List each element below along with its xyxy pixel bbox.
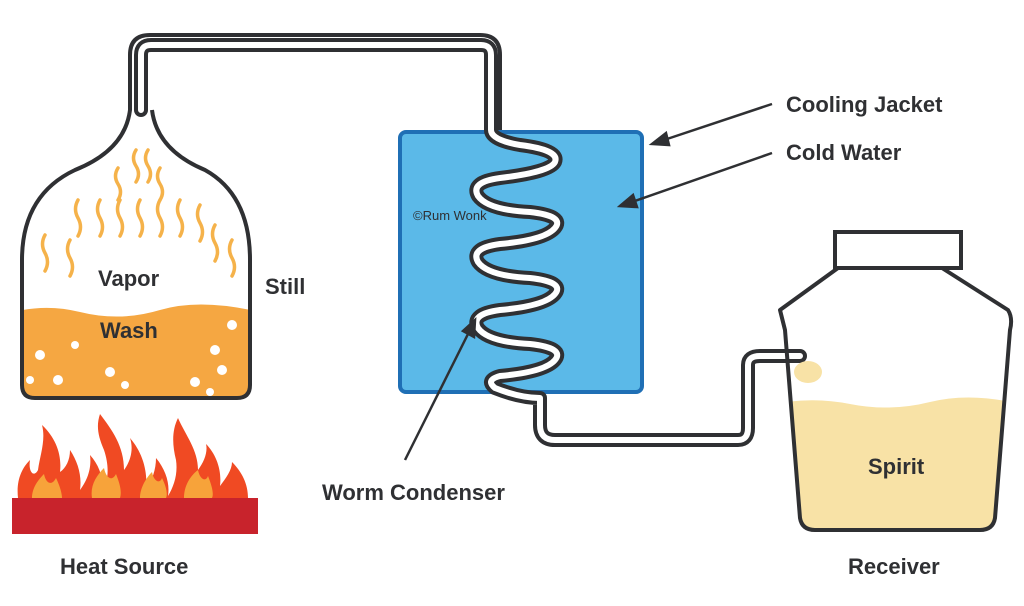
label-worm-condenser: Worm Condenser (322, 480, 505, 505)
flames (17, 414, 249, 498)
label-cooling-jacket: Cooling Jacket (786, 92, 943, 117)
jar-outline (778, 266, 1014, 532)
heat-plate (12, 498, 258, 534)
flames-inner (32, 468, 213, 498)
spirit-drop (794, 361, 822, 383)
label-wash: Wash (100, 318, 158, 343)
heat-source (12, 414, 258, 534)
wash-liquid (22, 304, 250, 398)
vapor-wisps (40, 148, 237, 278)
still-flask (20, 33, 502, 400)
still-outline (20, 33, 502, 261)
spirit-liquid (780, 397, 1012, 530)
still-outline-right (20, 109, 252, 400)
pointer-arrows (403, 102, 773, 461)
label-still: Still (265, 274, 306, 299)
receiver-jar (778, 230, 1014, 532)
watermark: ©Rum Wonk (413, 208, 487, 223)
jar-lid (833, 230, 963, 270)
condenser-pipe (134, 38, 807, 447)
wash-bubbles (26, 320, 237, 396)
label-heat-source: Heat Source (60, 554, 189, 579)
label-spirit: Spirit (868, 454, 925, 479)
label-cold-water: Cold Water (786, 140, 902, 165)
label-vapor: Vapor (98, 266, 160, 291)
label-receiver: Receiver (848, 554, 940, 579)
